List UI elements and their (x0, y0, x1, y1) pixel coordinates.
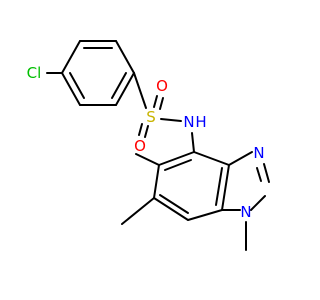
bond (121, 197, 155, 225)
bond (111, 72, 127, 99)
bond (115, 72, 135, 106)
amine-nitrogen-atom-label: N (183, 113, 194, 131)
chlorine-atom-label: Cl (27, 64, 42, 82)
bond (256, 167, 262, 182)
bond (263, 163, 270, 183)
bonds (46, 40, 270, 251)
oxygen-top-atom-label: O (156, 77, 168, 95)
bond (164, 159, 192, 171)
molecule-structure: Cl S O O N H N N (27, 40, 270, 251)
imidazole-nitrogen-3-atom-label: N (253, 144, 264, 162)
bond (191, 132, 195, 153)
bond (69, 72, 85, 99)
bond (193, 151, 230, 166)
bond (138, 123, 143, 136)
bond (153, 164, 160, 199)
bond (158, 151, 195, 166)
bond (215, 167, 223, 206)
bond (153, 197, 189, 221)
bond (160, 118, 182, 122)
bond (133, 72, 147, 109)
bond (221, 164, 230, 211)
sulfur-atom-label: S (146, 108, 156, 126)
bond (159, 97, 164, 110)
bond (61, 40, 81, 74)
bond (228, 151, 253, 166)
bond (115, 40, 135, 74)
bond (250, 195, 266, 211)
bond (153, 95, 158, 108)
bond (144, 125, 149, 138)
oxygen-bottom-atom-label: O (134, 137, 146, 155)
bond (61, 72, 81, 106)
bond (159, 194, 189, 214)
bond (187, 209, 223, 221)
imidazole-nitrogen-1-atom-label: N (240, 203, 251, 221)
amine-hydrogen-atom-label: H (195, 113, 206, 131)
atom-labels: Cl S O O N H N N (27, 64, 265, 221)
bond (135, 153, 160, 166)
